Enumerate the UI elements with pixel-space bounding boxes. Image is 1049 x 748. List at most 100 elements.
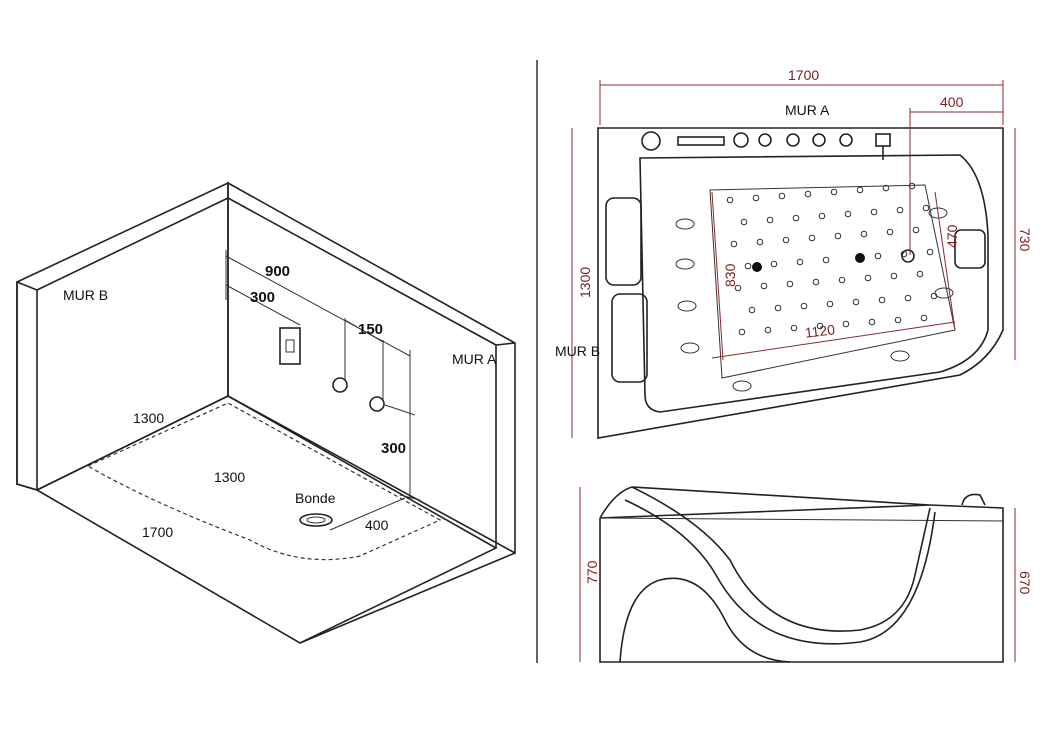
air-jet [830,188,838,196]
wall-a-top-edge [495,342,516,346]
air-jet [920,314,928,322]
plan-basin [639,154,989,413]
air-jet [842,320,850,328]
air-jet [738,328,746,336]
label-dim-150: 150 [358,321,383,338]
air-jet [752,194,760,202]
air-jet [912,226,920,234]
label-dim-830: 830 [722,263,738,287]
drain-inner [306,516,326,524]
overflow [901,249,915,263]
dim-line-1120 [711,321,956,359]
side-outline [599,504,1004,663]
air-jet [870,208,878,216]
label-dim-1700: 1700 [142,524,173,540]
wall-a-outline [227,181,516,555]
label-dim-1120: 1120 [804,321,836,341]
air-jet [916,270,924,278]
dim-line-470 [934,191,956,331]
label-dim-670: 670 [1017,571,1033,595]
label-dim-1300: 1300 [577,267,593,298]
side-view: 770 670 [579,486,1033,663]
isometric-room-view: MUR B MUR A 900 300 150 300 1300 1300 17… [16,181,516,644]
dim-ext-300-vertical [384,404,416,416]
control-button-3 [786,133,800,147]
control-button-5 [839,133,853,147]
air-jet [804,190,812,198]
air-jet [730,240,738,248]
side-profile-outer [631,486,931,632]
valve-right [369,396,385,412]
plan-outer-rim [597,127,1004,439]
headrest-right [954,229,986,269]
side-faucet [961,493,986,506]
dim-line-900 [225,255,411,357]
air-jet [818,212,826,220]
air-jet [800,302,808,310]
control-display [677,136,725,146]
air-jet [778,192,786,200]
headrest-left-bottom [611,293,648,383]
label-wall-b: MUR B [63,287,108,303]
side-jet [928,207,948,219]
side-profile-support [619,577,791,663]
control-button-2 [758,133,772,147]
wall-a-top-inner [227,197,497,346]
side-jet [677,300,697,312]
air-jet [882,184,890,192]
valve-left [332,377,348,393]
air-jet [896,206,904,214]
air-jet [868,318,876,326]
side-jet [890,350,910,362]
control-button-1 [733,132,749,148]
dim-line-150 [344,319,384,343]
label-dim-470: 470 [944,224,960,248]
faucet [875,133,891,147]
air-jet [790,324,798,332]
air-jet [894,316,902,324]
air-jet [774,304,782,312]
air-jet [864,274,872,282]
side-profile-inner [624,499,936,645]
air-jets [726,182,938,336]
mixer-plate-inner [285,339,295,353]
air-jet [760,282,768,290]
air-jet [740,218,748,226]
air-jet [796,258,804,266]
label-dim-1700: 1700 [788,67,819,83]
mixer-plate [279,327,301,365]
drain-2 [855,253,865,263]
air-jet [734,284,742,292]
wall-b-outline [16,181,229,491]
air-jet [852,298,860,306]
plan-floor-area [709,184,956,379]
dim-line-300-top [225,284,301,326]
headrest-left-top [605,197,642,286]
wall-b-top-inner [36,197,229,291]
air-jet [812,278,820,286]
control-button-4 [812,133,826,147]
side-jet [934,287,954,299]
dim-line-830 [711,191,724,361]
label-dim-770: 770 [584,560,600,584]
air-jet [930,292,938,300]
side-jet [675,218,695,230]
floor-front-edge [299,552,516,644]
side-jet [680,342,700,354]
air-jet [808,234,816,242]
air-jet [766,216,774,224]
air-jet [856,186,864,194]
label-wall-b: MUR B [555,343,600,359]
air-jet [826,300,834,308]
air-jet [816,322,824,330]
air-jet [878,296,886,304]
air-jet [908,182,916,190]
air-jet [834,232,842,240]
side-jet [675,258,695,270]
plan-view: 1700 MUR A 400 1300 730 MUR B 830 470 11… [555,67,1033,439]
air-jet [844,210,852,218]
air-jet [726,196,734,204]
side-jets [675,207,954,392]
label-drain: Bonde [295,490,336,506]
